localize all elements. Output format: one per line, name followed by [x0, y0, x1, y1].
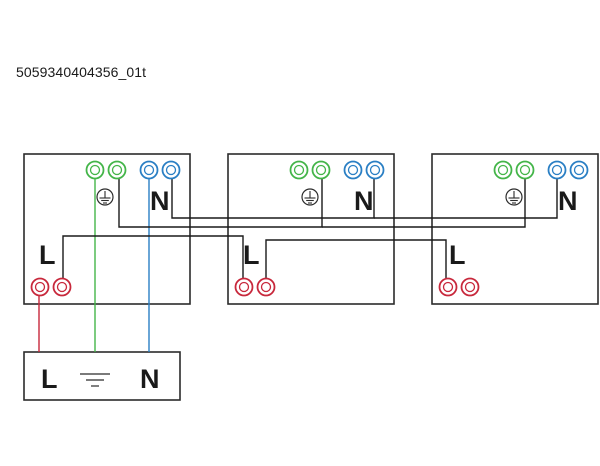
module-1-neutral-terminal-b — [161, 160, 181, 180]
live-link-2-3 — [265, 239, 447, 285]
supply-earth-icon — [80, 373, 110, 387]
module-2-earth-terminal-b — [311, 160, 331, 180]
module-2-earth-icon — [301, 188, 319, 206]
neutral-link-2-3 — [374, 172, 558, 219]
supply-box-frame — [23, 351, 181, 401]
module-2-earth-terminal-a — [289, 160, 309, 180]
module-3-earth-terminal-b — [515, 160, 535, 180]
module-1-neutral-label: N — [150, 186, 170, 216]
module-2-live-terminal-a — [234, 277, 254, 297]
module-1-live-terminal-b — [52, 277, 72, 297]
module-2-live-terminal-b — [256, 277, 276, 297]
module-1-live-label: L — [39, 240, 56, 270]
module-1-earth-icon — [96, 188, 114, 206]
module-3-live-terminal-a — [438, 277, 458, 297]
module-1-neutral-terminal-a — [139, 160, 159, 180]
module-2-neutral-label: N — [354, 186, 374, 216]
module-3-live-label: L — [449, 240, 466, 270]
module-2-neutral-terminal-b — [365, 160, 385, 180]
module-2-neutral-terminal-a — [343, 160, 363, 180]
document-id: 5059340404356_01t — [16, 64, 147, 80]
module-3-frame — [431, 153, 599, 305]
module-1-earth-terminal-a — [85, 160, 105, 180]
module-3-neutral-terminal-a — [547, 160, 567, 180]
supply-neutral-label: N — [140, 364, 160, 394]
module-2-live-label: L — [243, 240, 260, 270]
module-3-earth-icon — [505, 188, 523, 206]
neutral-link-1-2 — [171, 172, 375, 219]
supply-live-label: L — [41, 364, 58, 394]
module-1-live-terminal-a — [30, 277, 50, 297]
earth-link-2-3 — [322, 172, 526, 228]
module-1-frame — [23, 153, 191, 305]
module-3-live-terminal-b — [460, 277, 480, 297]
module-2-frame — [227, 153, 395, 305]
earth-link-1-2 — [118, 172, 323, 228]
module-3-neutral-terminal-b — [569, 160, 589, 180]
live-link-1-2 — [62, 235, 244, 285]
module-3-neutral-label: N — [558, 186, 578, 216]
module-3-earth-terminal-a — [493, 160, 513, 180]
module-1-earth-terminal-b — [107, 160, 127, 180]
